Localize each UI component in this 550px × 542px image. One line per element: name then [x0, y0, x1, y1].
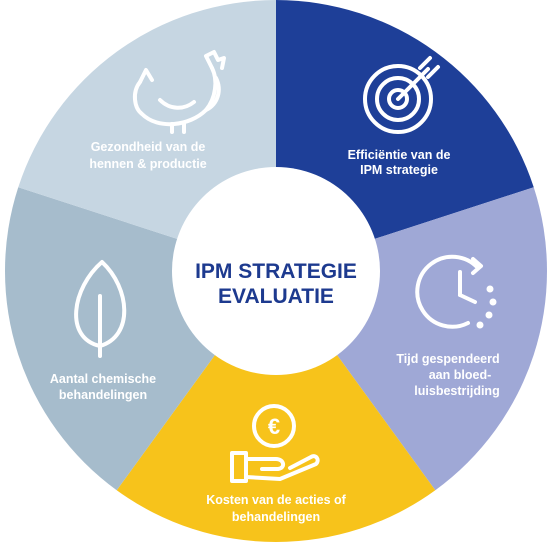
label-efficiency-line2: IPM strategie [360, 163, 438, 177]
label-efficiency-line1: Efficiëntie van de [348, 148, 451, 162]
label-time-line2: aan bloed- [429, 368, 492, 382]
label-costs-line1: Kosten van de acties of [206, 493, 346, 507]
target-icon [363, 56, 440, 134]
svg-text:€: € [268, 414, 280, 439]
hen-icon [133, 50, 226, 134]
label-time-line1: Tijd gespendeerd [396, 352, 499, 366]
label-health-line1: Gezondheid van de [91, 140, 206, 154]
euro-hand-icon: € [230, 404, 320, 483]
label-time-line3: luisbestrijding [414, 384, 499, 398]
clock-icon [415, 254, 497, 329]
center-title-line1: IPM STRATEGIE [195, 260, 357, 283]
segment-label-time: Tijd gespendeerd aan bloed- luisbestrijd… [396, 352, 499, 398]
segment-label-costs: Kosten van de acties of behandelingen [206, 493, 346, 524]
label-chemical-line1: Aantal chemische [50, 372, 156, 386]
segment-label-health: Gezondheid van de hennen & productie [89, 140, 206, 171]
leaf-icon [74, 260, 127, 358]
label-health-line2: hennen & productie [89, 157, 206, 171]
center-title-line2: EVALUATIE [218, 285, 334, 308]
segment-label-efficiency: Efficiëntie van de IPM strategie [348, 148, 451, 177]
label-costs-line2: behandelingen [232, 510, 320, 524]
label-chemical-line2: behandelingen [59, 388, 147, 402]
center-circle [172, 167, 380, 375]
segment-label-chemical: Aantal chemische behandelingen [50, 372, 156, 402]
